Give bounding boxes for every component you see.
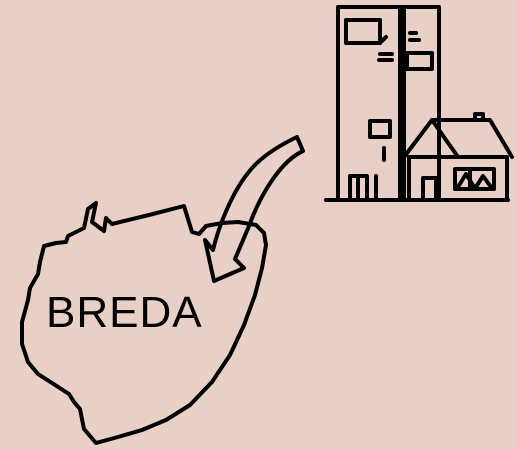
curved-arrow-icon <box>205 137 303 281</box>
apartment-and-house-icon <box>326 7 512 200</box>
map-label: BREDA <box>46 291 203 335</box>
